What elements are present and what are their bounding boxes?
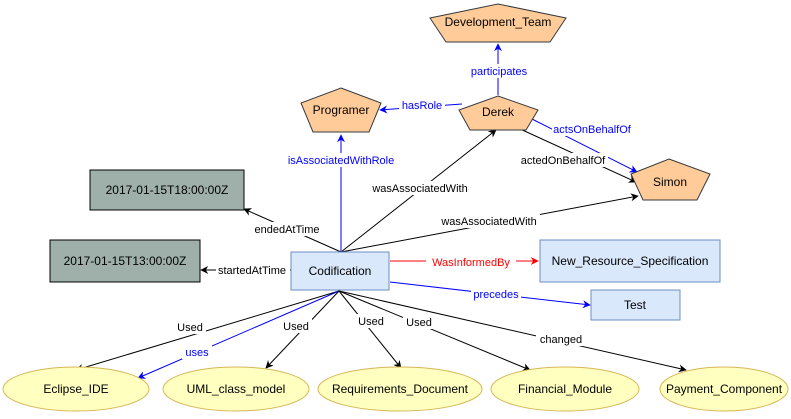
edge-acts-on-behalf-of: [529, 117, 638, 173]
nodes: Development_Team Programer Derek Simon 2…: [2, 3, 789, 412]
node-eclipse-ide-label: Eclipse_IDE: [43, 382, 108, 396]
label-acted-on-behalf-of: actedOnBehalfOf: [521, 155, 606, 167]
node-codification[interactable]: Codification: [290, 251, 390, 291]
label-is-associated-with-role: isAssociatedWithRole: [288, 155, 394, 167]
node-requirements-document[interactable]: Requirements_Document: [317, 366, 483, 412]
node-simon[interactable]: Simon: [630, 158, 711, 201]
edge-changed-payment: [338, 290, 687, 373]
edge-used-financial: [338, 290, 531, 371]
node-financial-module-label: Financial_Module: [518, 382, 612, 396]
label-uses-eclipse: uses: [185, 347, 209, 359]
label-participates: participates: [471, 66, 528, 78]
node-derek-label: Derek: [482, 105, 515, 119]
node-codification-label: Codification: [309, 264, 372, 278]
label-precedes: precedes: [473, 289, 519, 301]
label-used-eclipse: Used: [177, 322, 203, 334]
node-new-resource-specification[interactable]: New_Resource_Specification: [539, 239, 721, 283]
label-ended-at-time: endedAtTime: [254, 224, 319, 236]
node-time-start[interactable]: 2017-01-15T13:00:00Z: [49, 239, 201, 283]
edge-used-eclipse: [75, 290, 340, 372]
node-payment-component[interactable]: Payment_Component: [659, 366, 789, 412]
label-changed-payment: changed: [540, 334, 582, 346]
node-financial-module[interactable]: Financial_Module: [490, 366, 640, 412]
node-requirements-document-label: Requirements_Document: [332, 382, 469, 396]
node-development-team-label: Development_Team: [445, 15, 552, 29]
edge-uses-eclipse: [137, 290, 340, 379]
edge-used-requirements: [338, 290, 402, 369]
label-was-associated-with-derek: wasAssociatedWith: [371, 183, 467, 195]
label-was-informed-by: WasInformedBy: [432, 257, 510, 269]
node-test[interactable]: Test: [590, 289, 681, 321]
node-test-label: Test: [624, 298, 647, 312]
node-time-end[interactable]: 2017-01-15T18:00:00Z: [89, 169, 245, 211]
node-programer-label: Programer: [313, 103, 370, 117]
node-time-end-label: 2017-01-15T18:00:00Z: [106, 183, 229, 197]
node-derek[interactable]: Derek: [458, 95, 539, 131]
node-new-resource-specification-label: New_Resource_Specification: [552, 254, 709, 268]
node-programer[interactable]: Programer: [300, 87, 382, 133]
node-uml-class-model[interactable]: UML_class_model: [162, 366, 310, 412]
node-eclipse-ide[interactable]: Eclipse_IDE: [2, 366, 150, 412]
label-was-associated-with-simon: wasAssociatedWith: [440, 216, 536, 228]
node-uml-class-model-label: UML_class_model: [187, 382, 286, 396]
label-used-requirements: Used: [358, 316, 384, 328]
label-started-at-time: startedAtTime: [218, 265, 286, 277]
label-used-financial: Used: [406, 317, 432, 329]
label-used-uml: Used: [283, 321, 309, 333]
node-simon-label: Simon: [653, 175, 687, 189]
edge-labels: participates hasRole actsOnBehalfOf acte…: [174, 64, 632, 359]
label-acts-on-behalf-of: actsOnBehalfOf: [553, 124, 632, 136]
node-time-start-label: 2017-01-15T13:00:00Z: [64, 254, 187, 268]
node-payment-component-label: Payment_Component: [666, 382, 783, 396]
label-has-role: hasRole: [402, 100, 442, 112]
node-development-team[interactable]: Development_Team: [429, 3, 567, 43]
